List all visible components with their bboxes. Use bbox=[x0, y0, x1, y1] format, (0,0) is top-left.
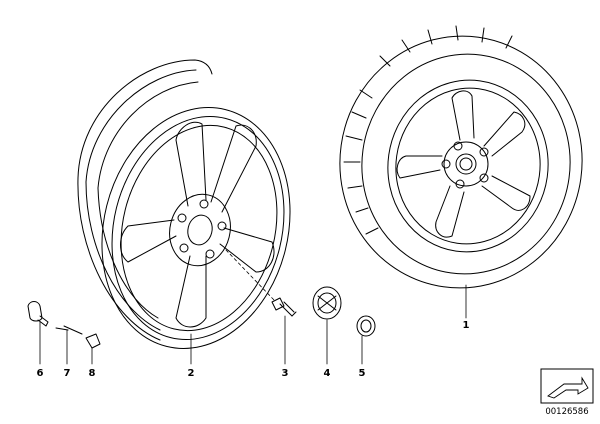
arrow-icon bbox=[547, 376, 589, 399]
callout-7: 7 bbox=[64, 368, 71, 379]
reference-number: 00126586 bbox=[545, 407, 588, 417]
leader-lines bbox=[39, 249, 467, 365]
callout-2: 2 bbox=[188, 368, 195, 379]
valve-cap-drawing bbox=[85, 333, 101, 349]
callout-1: 1 bbox=[463, 320, 470, 331]
hub-cap-drawing bbox=[312, 286, 342, 320]
callout-3: 3 bbox=[282, 368, 289, 379]
reference-box bbox=[540, 368, 594, 404]
wheel-assembly-drawing bbox=[339, 25, 583, 289]
rim-drawing bbox=[77, 59, 291, 349]
valve-drawing bbox=[27, 301, 49, 327]
callout-6: 6 bbox=[37, 368, 44, 379]
emblem-drawing bbox=[356, 315, 376, 337]
callout-4: 4 bbox=[324, 368, 331, 379]
bolt-drawing bbox=[271, 297, 297, 317]
callout-5: 5 bbox=[359, 368, 366, 379]
valve-stem-drawing bbox=[55, 325, 83, 335]
callout-8: 8 bbox=[89, 368, 96, 379]
